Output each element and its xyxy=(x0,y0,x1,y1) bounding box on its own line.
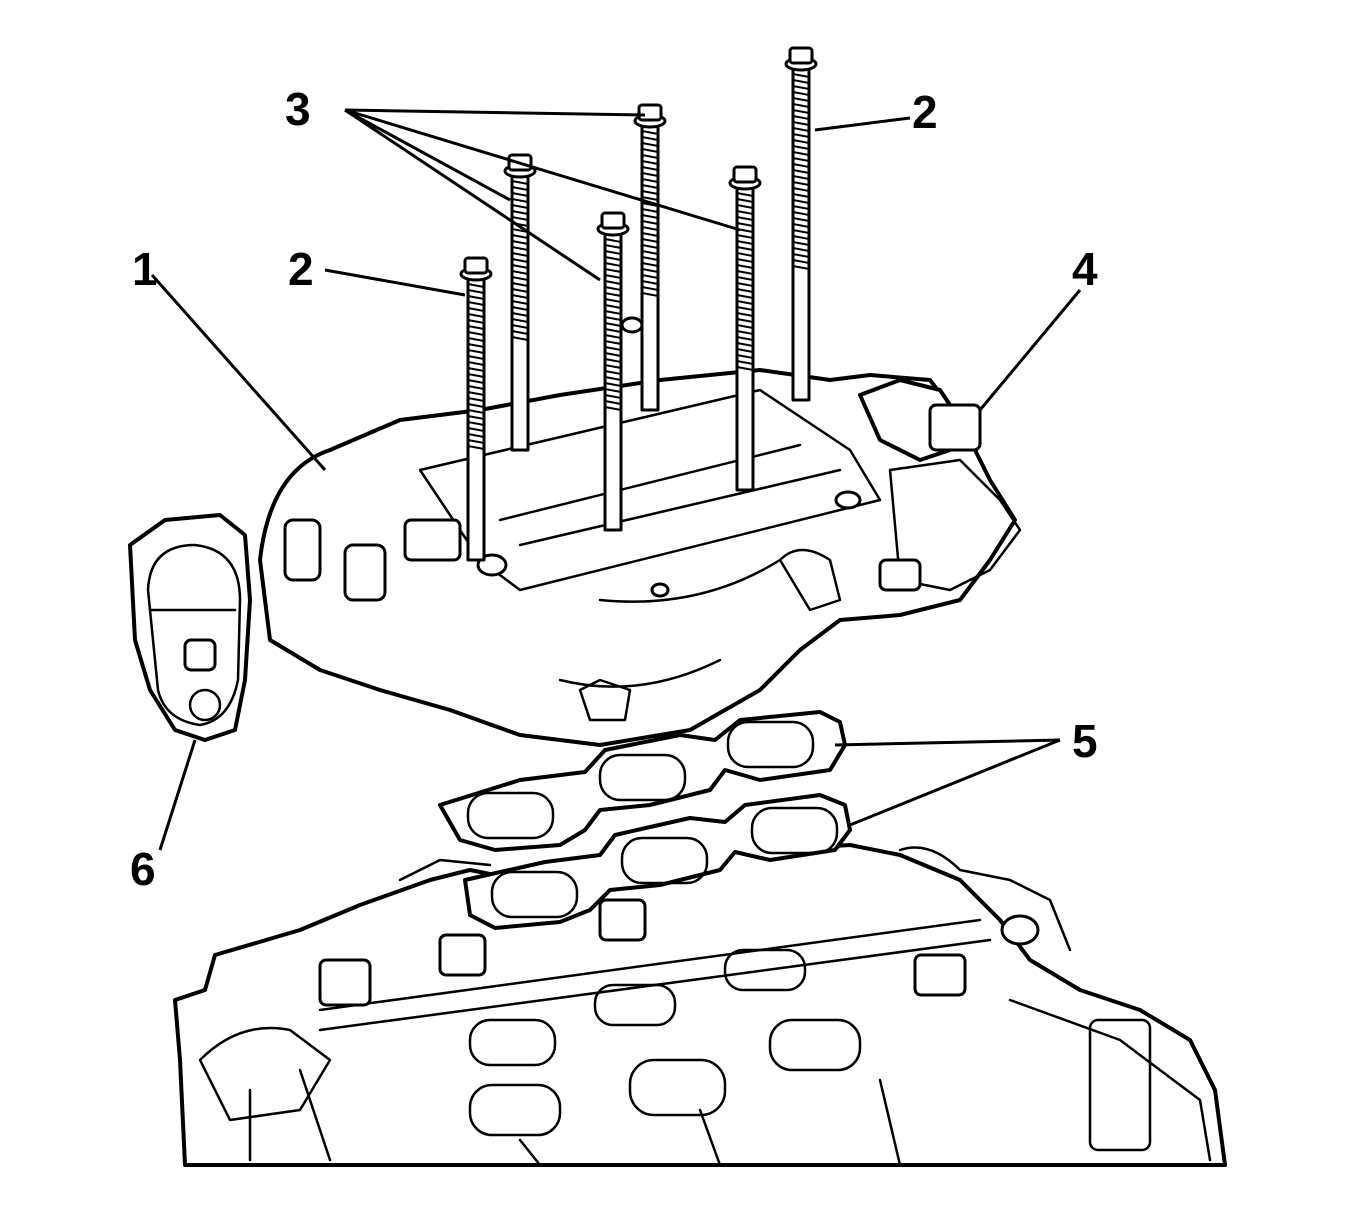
callout-6: 6 xyxy=(130,843,156,895)
callout-1: 1 xyxy=(132,243,158,295)
bolt-2-right-head xyxy=(788,46,814,65)
bolt-3-right xyxy=(728,165,762,492)
bolt-3-rear xyxy=(503,153,537,452)
leader-3-b xyxy=(344,108,741,232)
bolt-2-left-head xyxy=(463,256,489,275)
leader-2-right xyxy=(814,116,911,132)
gasket-upper xyxy=(438,710,847,852)
engine-block xyxy=(173,843,1227,1167)
leader-5-b xyxy=(849,738,1061,827)
bolt-3-right-head xyxy=(732,165,758,184)
leader-lines xyxy=(150,108,1082,851)
callout-5: 5 xyxy=(1072,715,1098,767)
bolt-3-tall-head xyxy=(637,103,663,122)
callout-2-right: 2 xyxy=(912,86,938,138)
leader-6 xyxy=(158,739,197,851)
leader-3-c xyxy=(344,108,601,282)
sensor-component xyxy=(858,378,982,462)
bolt-3-center-head xyxy=(600,211,626,230)
callout-3: 3 xyxy=(285,83,311,135)
bolt-2-right xyxy=(784,46,818,402)
bolt-3-center xyxy=(596,211,630,532)
bolt-3-tall xyxy=(633,103,667,412)
leader-2-left xyxy=(324,268,466,297)
bolt-group xyxy=(459,46,818,562)
leader-5-a xyxy=(834,738,1061,747)
leader-3-a xyxy=(344,108,646,117)
callout-labels: 1 2 2 3 4 5 6 xyxy=(130,83,1098,895)
callout-2-left: 2 xyxy=(288,243,314,295)
leader-4 xyxy=(978,289,1082,411)
leader-1 xyxy=(150,274,327,471)
throttle-body xyxy=(128,513,252,742)
callout-4: 4 xyxy=(1072,243,1098,295)
leader-3-d xyxy=(344,108,511,202)
gasket-lower xyxy=(463,793,852,930)
bolt-2-left xyxy=(459,256,493,562)
